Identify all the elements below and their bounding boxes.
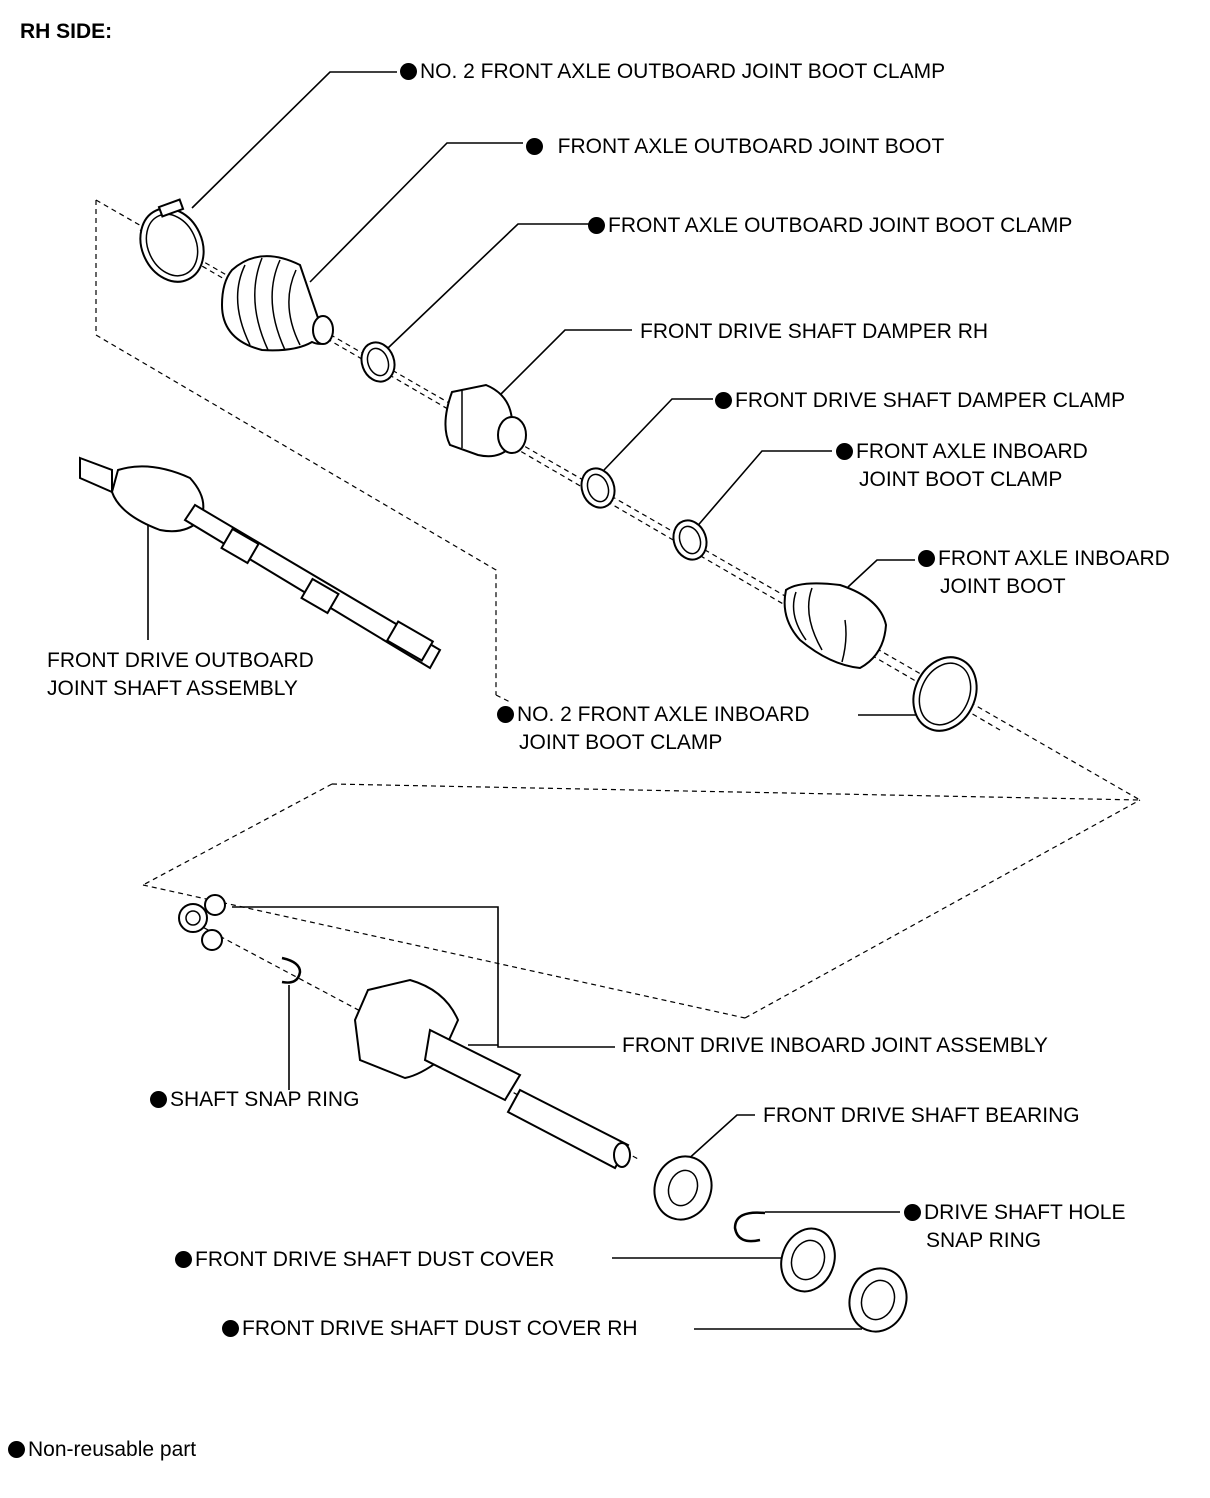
non-reusable-dot-icon: [497, 706, 514, 723]
legend-text: Non-reusable part: [28, 1438, 197, 1461]
non-reusable-dot-icon: [836, 443, 853, 460]
label-no2-inboard-joint-boot-clamp: NO. 2 FRONT AXLE INBOARD JOINT BOOT CLAM…: [497, 701, 810, 757]
outboard-boot-part: [220, 255, 334, 352]
label-shaft-snap-ring: SHAFT SNAP RING: [150, 1086, 359, 1114]
label-inboard-joint-boot-clamp: FRONT AXLE INBOARD JOINT BOOT CLAMP: [836, 438, 1088, 494]
non-reusable-dot-icon: [918, 550, 935, 567]
non-reusable-dot-icon: [715, 392, 732, 409]
label-no2-outboard-joint-boot-clamp: NO. 2 FRONT AXLE OUTBOARD JOINT BOOT CLA…: [400, 58, 945, 86]
legend: Non-reusable part: [8, 1436, 196, 1464]
label-damper-clamp: FRONT DRIVE SHAFT DAMPER CLAMP: [715, 387, 1125, 415]
non-reusable-dot-icon: [222, 1320, 239, 1337]
damper-clamp-part: [580, 467, 616, 509]
label-shaft-bearing: FRONT DRIVE SHAFT BEARING: [763, 1104, 1080, 1127]
dust-cover-part: [780, 1227, 836, 1293]
non-reusable-dot-icon: [904, 1204, 921, 1221]
label-damper-rh: FRONT DRIVE SHAFT DAMPER RH: [640, 320, 989, 343]
outboard-shaft-assembly-part: [79, 456, 442, 670]
page-title: RH SIDE:: [20, 20, 113, 43]
label-dust-cover: FRONT DRIVE SHAFT DUST COVER: [175, 1246, 554, 1274]
outboard-boot-clamp-part: [360, 341, 396, 383]
inboard-boot-part: [783, 582, 888, 670]
inboard-boot-clamp-part: [672, 519, 708, 561]
label-outboard-joint-boot: FRONT AXLE OUTBOARD JOINT BOOT: [526, 133, 944, 161]
label-hole-snap-ring: DRIVE SHAFT HOLE SNAP RING: [904, 1199, 1126, 1255]
non-reusable-dot-icon: [8, 1441, 25, 1458]
shaft-bearing-part: [653, 1155, 713, 1221]
leader-lines: [147, 71, 918, 1330]
dust-cover-rh-part: [848, 1267, 908, 1333]
no2-inboard-clamp-part: [912, 656, 978, 732]
non-reusable-dot-icon: [400, 63, 417, 80]
inboard-joint-assembly-part: [353, 978, 631, 1170]
label-dust-cover-rh: FRONT DRIVE SHAFT DUST COVER RH: [222, 1315, 638, 1343]
non-reusable-dot-icon: [588, 217, 605, 234]
label-outboard-joint-boot-clamp: FRONT AXLE OUTBOARD JOINT BOOT CLAMP: [588, 212, 1072, 240]
non-reusable-dot-icon: [526, 138, 543, 155]
clamp-no2-outboard-part: [139, 198, 205, 283]
label-inboard-joint-assembly: FRONT DRIVE INBOARD JOINT ASSEMBLY: [622, 1034, 1048, 1057]
non-reusable-dot-icon: [175, 1251, 192, 1268]
hole-snap-ring-part: [733, 1211, 766, 1243]
label-outboard-joint-shaft-assembly: FRONT DRIVE OUTBOARD JOINT SHAFT ASSEMBL…: [47, 649, 314, 700]
shaft-snap-ring-part: [281, 956, 302, 984]
label-inboard-joint-boot: FRONT AXLE INBOARD JOINT BOOT: [918, 545, 1170, 601]
non-reusable-dot-icon: [150, 1091, 167, 1108]
damper-rh-part: [444, 383, 527, 458]
tripod-part: [178, 894, 226, 951]
